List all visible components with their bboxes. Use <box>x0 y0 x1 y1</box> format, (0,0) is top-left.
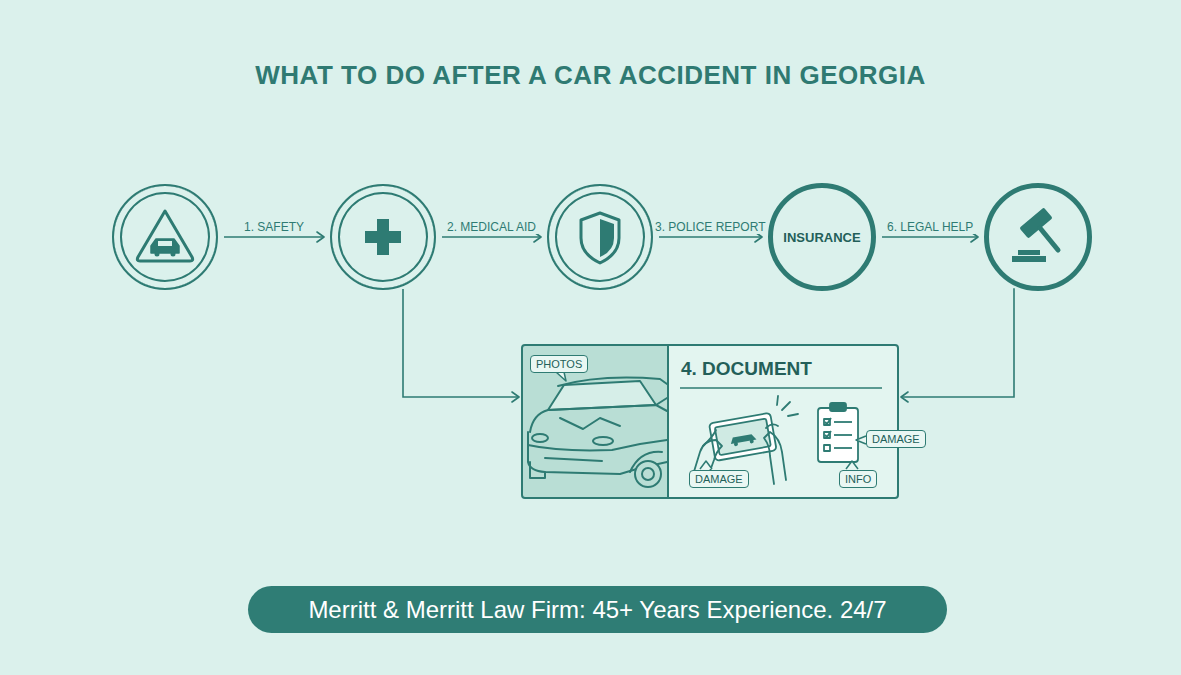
flow-arrow <box>403 289 519 397</box>
step-label: 3. POLICE REPORT <box>653 220 767 234</box>
clipboard-icon <box>818 403 858 462</box>
tag-tails <box>556 372 866 469</box>
warning-triangle <box>137 211 192 261</box>
panel-heading: 4. DOCUMENT <box>681 358 812 380</box>
shield-icon <box>581 213 619 263</box>
diagram-title: WHAT TO DO AFTER A CAR ACCIDENT IN GEORG… <box>0 60 1181 91</box>
flow-arrow <box>659 236 762 238</box>
insurance-circle: INSURANCE <box>768 183 876 291</box>
damage-tag: DAMAGE <box>866 430 926 448</box>
step-circle <box>547 184 653 290</box>
node-text: DAMAGE <box>695 473 743 485</box>
step-label: 6. LEGAL HELP <box>885 220 975 234</box>
step-label: 2. MEDICAL AID <box>445 220 538 234</box>
node-text: PHOTOS <box>536 358 582 370</box>
photo-tag: PHOTOS <box>530 355 588 373</box>
node-text: DAMAGE <box>872 433 920 445</box>
node-text: INFO <box>845 473 871 485</box>
node-text: Merritt & Merritt Law Firm: 45+ Years Ex… <box>308 596 886 624</box>
firm-banner: Merritt & Merritt Law Firm: 45+ Years Ex… <box>248 586 947 633</box>
flow-arrow <box>901 288 1014 397</box>
step-circle <box>330 184 436 290</box>
medical-cross <box>365 219 401 255</box>
flow-arrow <box>882 236 978 238</box>
step-circle <box>112 184 218 290</box>
flow-arrow <box>224 236 324 238</box>
document-panel: 4. DOCUMENTPHOTOSDAMAGEDAMAGEINFO <box>521 344 899 499</box>
damage-tag: DAMAGE <box>689 470 749 488</box>
node-text: INSURANCE <box>783 230 860 245</box>
flow-arrow <box>442 236 541 238</box>
damaged-car <box>528 378 667 487</box>
legal-circle <box>984 183 1092 291</box>
car-icon <box>151 239 179 253</box>
info-tag: INFO <box>839 470 877 488</box>
gavel-icon <box>1012 207 1058 262</box>
step-label: 1. SAFETY <box>242 220 306 234</box>
